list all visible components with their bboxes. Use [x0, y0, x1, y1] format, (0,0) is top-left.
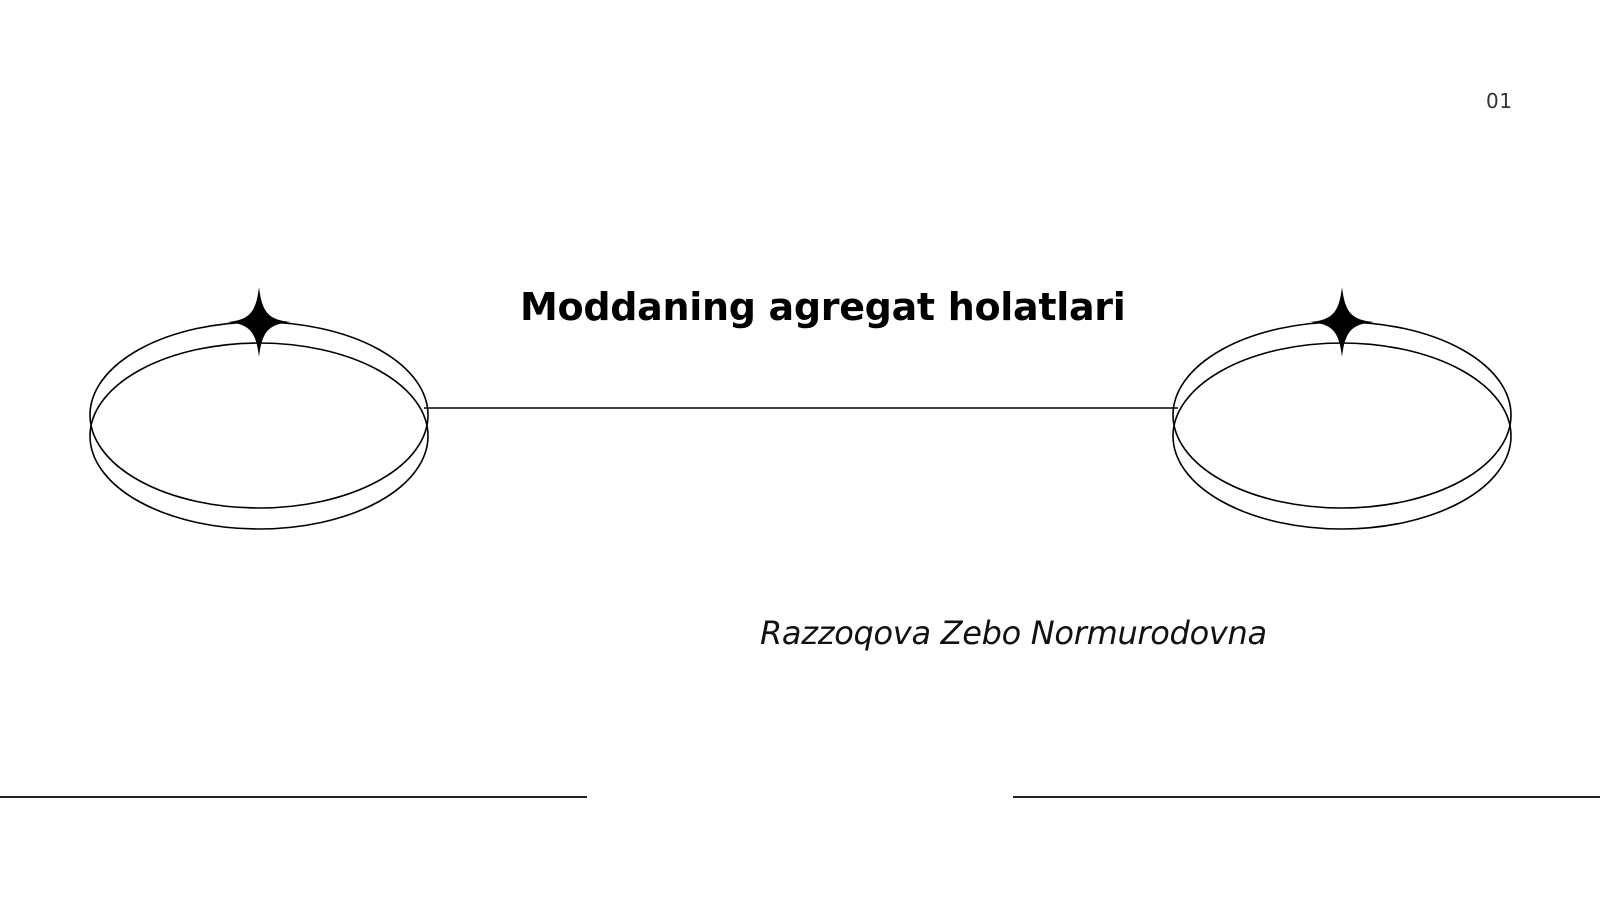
page-number: 01 — [1486, 89, 1513, 113]
left-sparkle-icon — [227, 287, 291, 357]
author-name: Razzoqova Zebo Normurodovna — [760, 614, 1267, 652]
right-sparkle-icon — [1310, 287, 1374, 357]
right-ring-ornament-icon — [1172, 287, 1512, 530]
slide-title: Moddaning agregat holatlari — [520, 285, 1126, 329]
left-ring-ornament-icon — [89, 287, 429, 530]
